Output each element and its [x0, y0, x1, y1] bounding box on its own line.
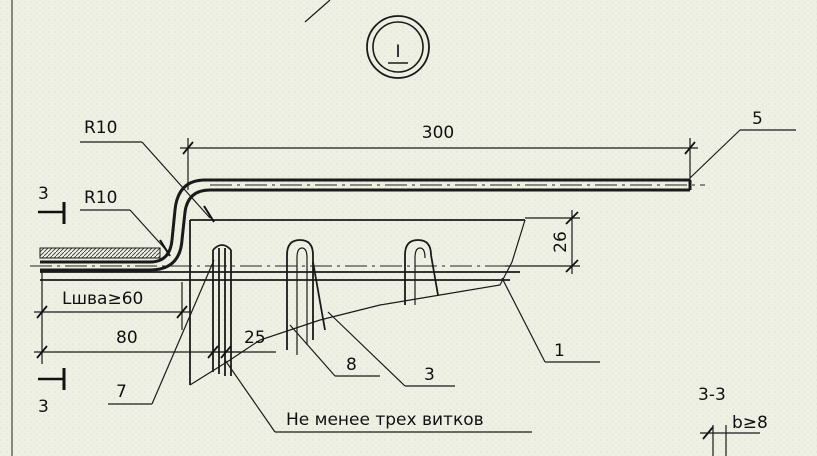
lower-bar [30, 265, 530, 281]
callout-3-label: 3 [424, 365, 435, 385]
dimension-weld: Lшва≥60 [34, 272, 190, 364]
section-3-3: 3-3 b≥8 [698, 385, 768, 456]
dimension-26-label: 26 [551, 231, 571, 253]
radius-lower-label: R10 [84, 188, 117, 208]
radius-upper-label: R10 [84, 118, 117, 138]
dimension-80-label: 80 [116, 328, 138, 348]
hatched-bar [39, 247, 161, 259]
section-title: 3-3 [698, 385, 726, 405]
callout-1-label: 1 [554, 341, 565, 361]
dimension-26: 26 [505, 210, 580, 274]
callout-1: 1 [501, 277, 600, 363]
callout-5: 5 [689, 109, 796, 179]
dimension-300-label: 300 [422, 123, 454, 143]
section-marker-bottom-label: 3 [38, 397, 49, 417]
section-marker-bottom: 3 [38, 368, 66, 417]
callout-8-label: 8 [346, 355, 357, 375]
radius-upper: R10 [80, 118, 215, 223]
width-b-label: b≥8 [732, 413, 768, 433]
bent-bar [40, 178, 705, 272]
dimension-weld-label: Lшва≥60 [62, 289, 143, 309]
detail-label: I [395, 42, 400, 62]
section-marker-top: 3 [38, 184, 66, 224]
callout-8: 8 [289, 324, 380, 377]
wire-coil [212, 244, 232, 376]
dimension-25-label: 25 [244, 328, 266, 348]
dimension-25: 25 [213, 328, 276, 359]
dimension-80: 80 [34, 328, 240, 359]
callout-7: 7 [108, 259, 215, 405]
detail-marker: I [304, 0, 430, 79]
callout-5-label: 5 [752, 109, 763, 129]
dimension-300: 300 [180, 123, 698, 190]
callout-3: 3 [327, 311, 455, 387]
radius-lower: R10 [80, 188, 171, 257]
turns-note-label: Не менее трех витков [286, 410, 484, 430]
callout-7-label: 7 [116, 382, 127, 402]
stirrup-clamp-2 [404, 239, 439, 305]
stirrup-clamp-1 [286, 239, 326, 355]
section-marker-top-label: 3 [38, 184, 49, 204]
concrete-outline [189, 219, 526, 386]
turns-note: Не менее трех витков [224, 359, 532, 433]
